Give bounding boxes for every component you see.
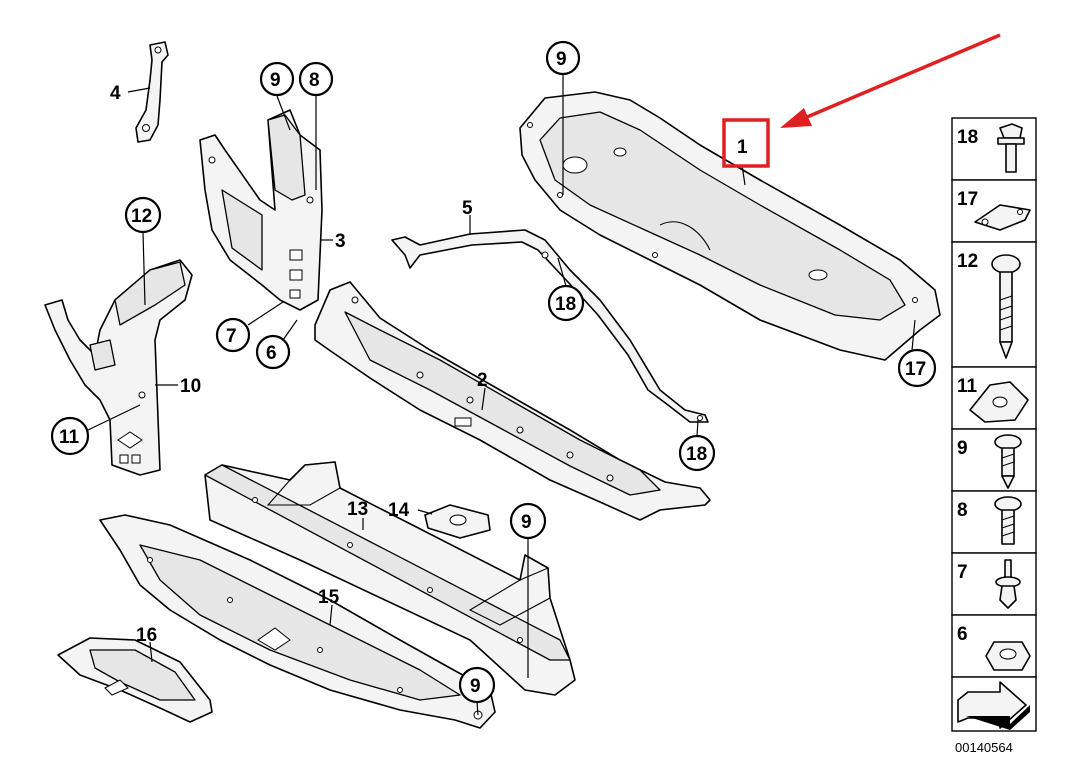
torx-bolt-icon [997,123,1025,173]
callout-9-mid: 9 [509,502,547,678]
expanding-rivet-icon [995,559,1021,609]
callout-14: 14 [388,500,410,521]
svg-text:12: 12 [957,251,978,272]
callout-15: 15 [318,587,340,608]
part-14-clip[interactable] [424,504,491,539]
legend-item-18[interactable]: 18 [951,117,1037,181]
callout-16: 16 [136,625,157,646]
tapping-screw-icon [994,434,1022,489]
callout-4: 4 [110,83,121,104]
long-screw-icon [991,254,1021,359]
leader-4 [127,87,151,93]
callout-17: 17 [897,319,937,388]
callout-6: 6 [255,319,298,370]
pan-head-screw-icon [994,496,1022,545]
svg-text:18: 18 [686,444,707,465]
hex-nut-icon [985,641,1031,671]
callout-9-top-left: 9 [259,61,295,131]
legend-item-17[interactable]: 17 [951,179,1037,243]
svg-text:8: 8 [957,500,968,521]
leader-14 [417,509,433,515]
highlight-box [722,118,770,168]
svg-text:7: 7 [226,326,237,347]
legend-item-8[interactable]: 8 [951,490,1037,554]
part-15-underbody-panel[interactable] [99,514,496,729]
callout-7: 7 [215,301,284,353]
spring-nut-icon [969,381,1029,423]
part-5-strut[interactable] [391,229,709,423]
callout-13: 13 [347,499,368,520]
callout-12: 12 [124,196,162,306]
part-4-bracket[interactable] [135,41,169,143]
part-13-bumper-beam[interactable] [204,461,576,696]
legend-item-12[interactable]: 12 [951,241,1037,368]
svg-text:8: 8 [309,70,320,91]
callout-8: 8 [298,61,334,190]
svg-text:9: 9 [470,676,481,697]
svg-text:9: 9 [556,49,567,70]
svg-text:9: 9 [270,70,281,91]
clip-plate-icon [974,204,1031,231]
callout-11: 11 [50,404,141,456]
svg-text:6: 6 [266,343,277,364]
callout-2: 2 [477,370,488,391]
svg-text:9: 9 [521,512,532,533]
svg-text:9: 9 [957,438,968,459]
svg-text:17: 17 [957,189,978,210]
svg-text:11: 11 [59,427,80,448]
svg-text:18: 18 [555,294,576,315]
svg-text:12: 12 [131,206,152,227]
callout-10: 10 [180,376,201,397]
legend-item-9[interactable]: 9 [951,428,1037,492]
fastener-legend: 18 17 12 [951,117,1037,732]
callout-5: 5 [462,198,473,219]
part-10-left-bracket[interactable] [44,259,193,476]
leader-16 [149,641,153,663]
part-3-side-bracket[interactable] [199,109,323,311]
svg-text:7: 7 [957,562,968,583]
part-2-carrier[interactable] [314,281,711,521]
direction-arrow-icon [951,676,1037,732]
svg-text:11: 11 [957,376,978,397]
svg-text:6: 6 [957,624,968,645]
leader-2 [481,387,486,411]
legend-item-7[interactable]: 7 [951,552,1037,616]
leader-1 [741,164,746,186]
callout-18-lower: 18 [678,419,716,472]
svg-text:17: 17 [905,359,926,380]
callout-1: 1 [737,137,748,158]
leader-15 [329,604,333,626]
callout-9-top-right: 9 [545,40,581,195]
callout-3: 3 [335,231,346,252]
svg-text:18: 18 [957,127,978,148]
legend-item-11[interactable]: 11 [951,366,1037,430]
red-arrow-icon [780,33,1001,128]
catalog-number: 00140564 [955,740,1013,755]
part-1-cover-panel[interactable] [519,91,941,361]
legend-item-6[interactable]: 6 [951,614,1037,678]
callout-18-upper: 18 [547,257,585,322]
part-16-small-cover[interactable] [57,637,213,723]
callout-9-bottom: 9 [458,666,496,716]
